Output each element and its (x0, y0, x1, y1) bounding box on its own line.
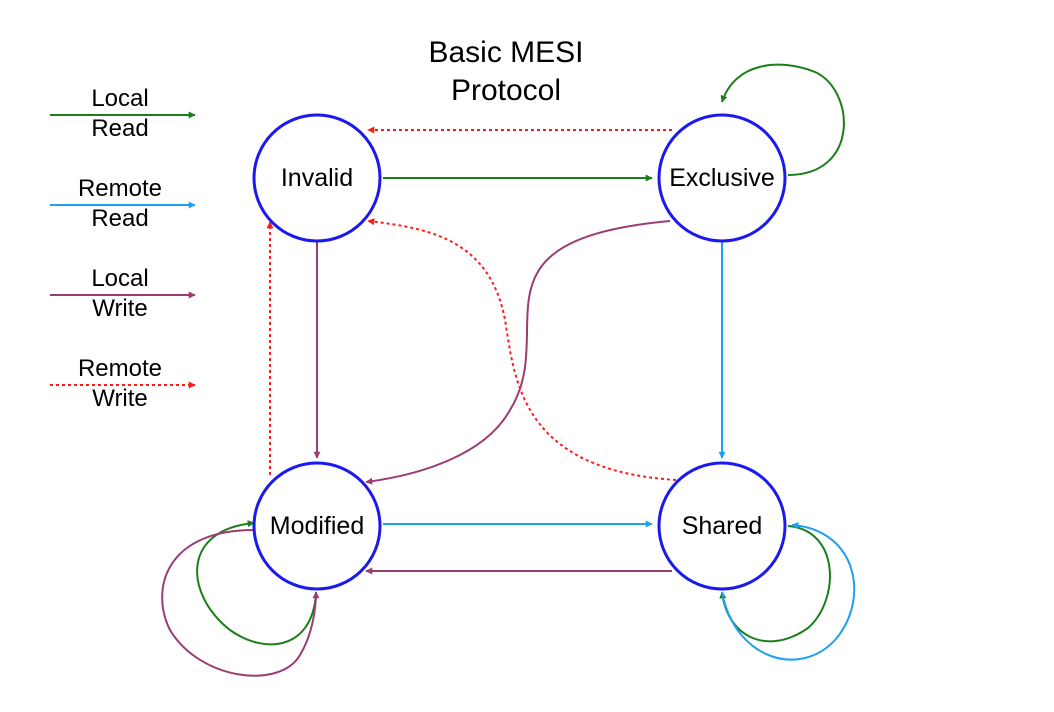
state-invalid-label: Invalid (280, 164, 354, 192)
legend-local-write-label: Local Write (91, 265, 149, 322)
states (252, 113, 787, 591)
state-modified-node (252, 461, 382, 591)
diagram-title: Basic MESI Protocol (380, 34, 632, 110)
edge-exclusive-self-local-read (720, 63, 845, 176)
edge-shared-to-invalid-remote-write (367, 218, 677, 481)
edge-shared-self-remote-read (721, 521, 856, 661)
edge-shared-self-local-read (719, 525, 831, 643)
legend-arrows (50, 111, 196, 389)
state-invalid-node (252, 113, 382, 243)
diagram-title-line2: Protocol (450, 74, 562, 107)
edge-exclusive-to-modified-local-write (365, 220, 671, 485)
edge-modified-self-local-read (196, 520, 317, 646)
diagram-title-line1: Basic MESI (428, 36, 584, 69)
state-modified-label: Modified (269, 512, 365, 540)
state-exclusive-label: Exclusive (669, 164, 775, 192)
state-exclusive-node (657, 113, 787, 243)
edge-modified-self-local-write (161, 529, 320, 677)
state-shared-node (657, 461, 787, 591)
transitions (161, 63, 856, 677)
state-shared-label: Shared (681, 512, 763, 540)
legend-local-read-label: Local Read (91, 85, 149, 142)
legend-remote-read-label: Remote Read (77, 175, 163, 232)
legend-remote-write-label: Remote Write (77, 355, 163, 412)
